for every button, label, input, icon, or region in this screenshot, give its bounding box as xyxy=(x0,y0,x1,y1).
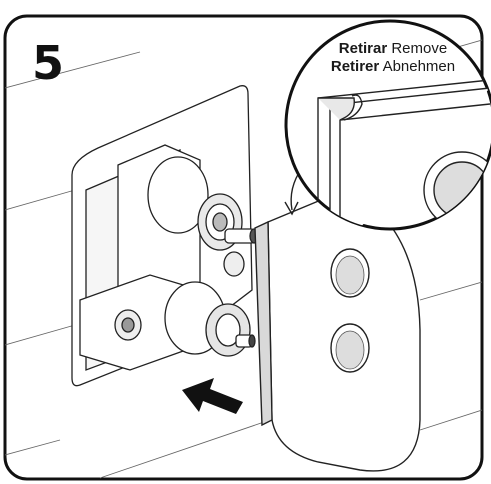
label-de: Abnehmen xyxy=(382,58,456,75)
push-arrow-icon xyxy=(182,378,243,414)
callout-line-2: Retirer Abnehmen xyxy=(308,58,478,76)
magnified-corner-detail xyxy=(317,79,491,229)
step-number: 5 xyxy=(32,36,65,90)
valve-body xyxy=(79,144,259,371)
callout-label: Retirar Remove Retirer Abnehmen xyxy=(308,40,478,76)
callout-line-1: Retirar Remove xyxy=(308,40,478,58)
label-fr: Retirer xyxy=(330,58,380,75)
label-es: Retirar xyxy=(338,40,388,57)
label-en: Remove xyxy=(391,40,448,57)
cover-plate xyxy=(254,189,421,472)
